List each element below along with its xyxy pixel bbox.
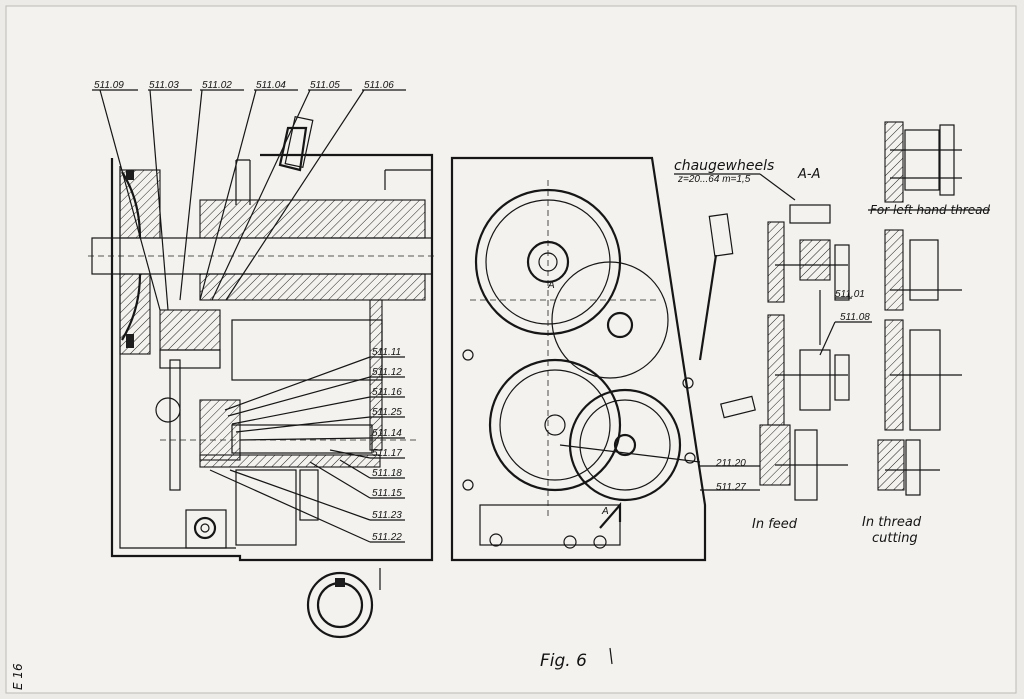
changewheels-spec: z=20...64 m=1,5 [677, 174, 751, 185]
part-label-511-15: 511.15 [372, 488, 402, 499]
changewheels-annotation: chaugewheels z=20...64 m=1,5 A-A 211.20 … [674, 158, 820, 493]
part-label-211-20: 211.20 [715, 458, 746, 469]
part-label-511-11: 511.11 [372, 347, 401, 358]
part-label-511-05: 511.05 [310, 80, 340, 91]
part-label-511-18: 511.18 [372, 468, 402, 479]
part-label-511-09: 511.09 [94, 80, 124, 91]
changewheels-title: chaugewheels [674, 158, 774, 174]
part-label-511-02: 511.02 [202, 80, 232, 91]
part-label-511-16: 511.16 [372, 387, 402, 398]
right-leader-lines [209, 356, 405, 543]
part-label-511-12: 511.12 [372, 367, 402, 378]
headstock-section-view [88, 115, 436, 639]
part-label-511-08: 511.08 [840, 312, 870, 323]
part-label-511-01: 511.01 [835, 289, 865, 300]
top-part-labels: 511.09 511.03 511.02 511.04 511.05 511.0… [94, 80, 394, 91]
thread-cutting-detail [868, 121, 990, 496]
in-thread-caption-line2: cutting [872, 531, 918, 546]
part-label-511-23: 511.23 [372, 510, 402, 521]
in-thread-caption-line1: In thread [862, 515, 922, 530]
part-label-511-22: 511.22 [372, 532, 402, 543]
part-label-511-06: 511.06 [364, 80, 394, 91]
part-label-511-17: 511.17 [372, 448, 402, 459]
figure-caption: Fig. 6 [540, 651, 587, 671]
left-hand-thread-caption: For left hand thread [870, 203, 990, 217]
page-frame [5, 5, 1017, 694]
right-part-labels: 511.11 511.12 511.16 511.25 511.14 511.1… [372, 347, 402, 543]
part-label-511-03: 511.03 [149, 80, 179, 91]
section-a-a-label: A-A [797, 167, 820, 182]
part-label-511-27: 511.27 [716, 482, 746, 493]
changewheel-gearbox-view: A A [450, 156, 756, 562]
part-label-511-25: 511.25 [372, 407, 402, 418]
section-a-a-in-feed: 511.01 511.08 [759, 204, 872, 501]
section-marker-a-lower: A [601, 506, 609, 517]
part-label-511-14: 511.14 [372, 428, 402, 439]
section-marker-a-upper: A [547, 280, 555, 291]
page-marker: E 16 [11, 663, 25, 690]
top-leader-lines [92, 89, 406, 311]
in-feed-caption: In feed [752, 517, 798, 532]
part-label-511-04: 511.04 [256, 80, 286, 91]
